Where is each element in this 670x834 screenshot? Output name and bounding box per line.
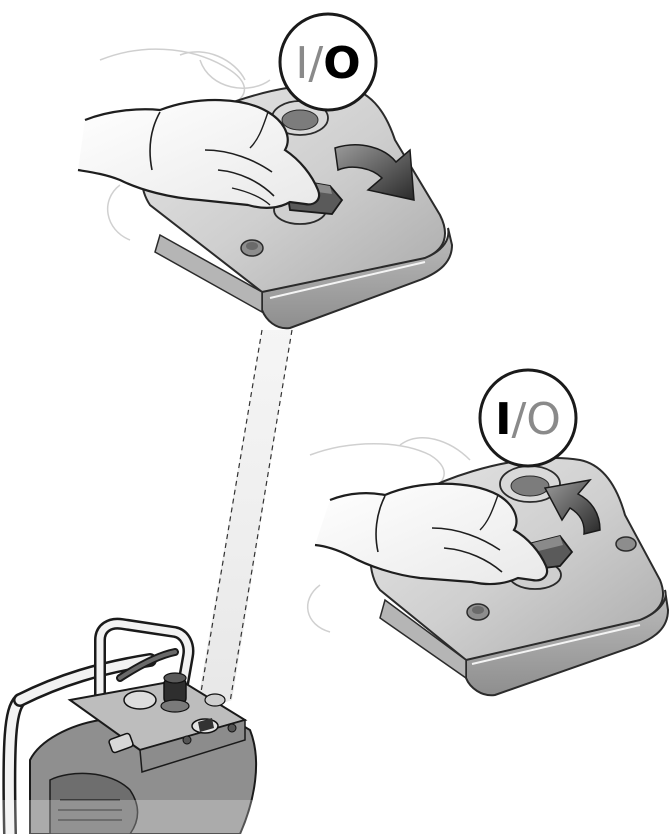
callout-on-text: I/O xyxy=(495,394,561,445)
rotate-right-arrow-icon xyxy=(334,144,415,201)
detail-switch-on xyxy=(306,437,670,697)
callout-off: I/O xyxy=(278,12,378,112)
callout-on: I/O xyxy=(478,368,578,468)
callout-off-text: I/O xyxy=(295,38,360,89)
hand-icon xyxy=(77,98,321,209)
machine-overview xyxy=(0,617,270,834)
hand-icon xyxy=(314,482,549,586)
leader-beam xyxy=(196,329,293,712)
rotate-left-arrow-icon xyxy=(543,478,601,535)
detail-switch-off xyxy=(77,48,454,330)
